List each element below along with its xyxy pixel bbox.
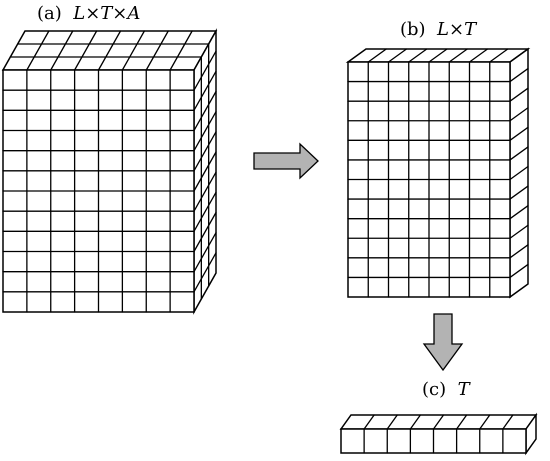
slab-b-side-row-line	[509, 185, 529, 200]
arrows	[253, 142, 464, 372]
arrow-right	[253, 142, 319, 180]
tensor-cube-lta	[1, 28, 218, 315]
strip-c-top-col-line	[386, 414, 398, 430]
cube-a-side-row-line	[193, 151, 217, 192]
slab-b-side-row-line	[509, 146, 529, 161]
slab-b-top-col-line	[428, 48, 448, 63]
slab-b-side-row-line	[509, 107, 529, 122]
panel-tag-a: (a)	[37, 3, 62, 24]
cube-a-side-row-line	[193, 252, 217, 293]
cube-a-side-row-line	[193, 191, 217, 232]
arrow-down	[422, 313, 464, 372]
slab-b-top-col-line	[408, 48, 428, 63]
slab-b-side-row-line	[509, 87, 529, 102]
slab-b-top-col-line	[448, 48, 468, 63]
cube-a-side-row-line	[193, 131, 217, 172]
slab-b-side-row-line	[509, 205, 529, 220]
slab-b-top-col-line	[489, 48, 509, 63]
slab-b-side-row-line	[509, 126, 529, 141]
cube-a-top-col-line	[121, 30, 146, 71]
slab-b-side-row-line	[509, 67, 529, 83]
vector-strip-t	[339, 412, 538, 456]
slab-b-top-col-line	[468, 48, 489, 63]
strip-c-top-col-line	[432, 414, 445, 430]
cube-a-top-col-line	[145, 30, 169, 71]
panel-dims-a: L×T×A	[73, 3, 141, 24]
slab-b-top-col-line	[387, 48, 408, 63]
strip-c-top-col-line	[455, 414, 468, 430]
panel-tag-c: (c)	[422, 379, 447, 400]
cube-a-side-row-line	[193, 232, 217, 273]
slab-b-side-row-line	[509, 244, 529, 259]
slab-b-top-col-line	[367, 48, 387, 63]
slab-b-side-row-line	[509, 263, 529, 279]
strip-c-top-col-line	[409, 414, 422, 430]
cube-a-side-row-line	[193, 90, 217, 132]
cube-a-side-row-line	[193, 171, 217, 212]
strip-c-top-col-line	[502, 414, 514, 430]
cube-a-side-row-line	[193, 211, 217, 253]
panel-label-a: (a) L×T×A	[37, 5, 140, 23]
cube-a-top-col-line	[26, 30, 50, 71]
cube-a-side-row-line	[193, 70, 217, 111]
cube-a-top-col-line	[73, 30, 98, 71]
panel-label-b: (b) L×T	[400, 21, 476, 39]
strip-c-top-col-line	[363, 414, 375, 430]
cube-a-top-col-line	[50, 30, 74, 71]
strip-c-top-col-line	[479, 414, 491, 430]
panel-dims-b: L×T	[437, 19, 477, 40]
cube-a-top-col-line	[97, 30, 122, 71]
panel-dims-c: T	[457, 379, 470, 400]
slab-b-side-row-line	[509, 165, 529, 181]
cube-a-side-row-line	[193, 50, 217, 91]
matrix-slab-lt	[345, 47, 531, 299]
cube-a-top-col-line	[169, 30, 193, 71]
panel-label-c: (c) T	[422, 381, 470, 399]
cube-a-side-row-line	[193, 111, 217, 152]
panel-tag-b: (b)	[400, 19, 426, 40]
slab-b-side-row-line	[509, 224, 529, 239]
